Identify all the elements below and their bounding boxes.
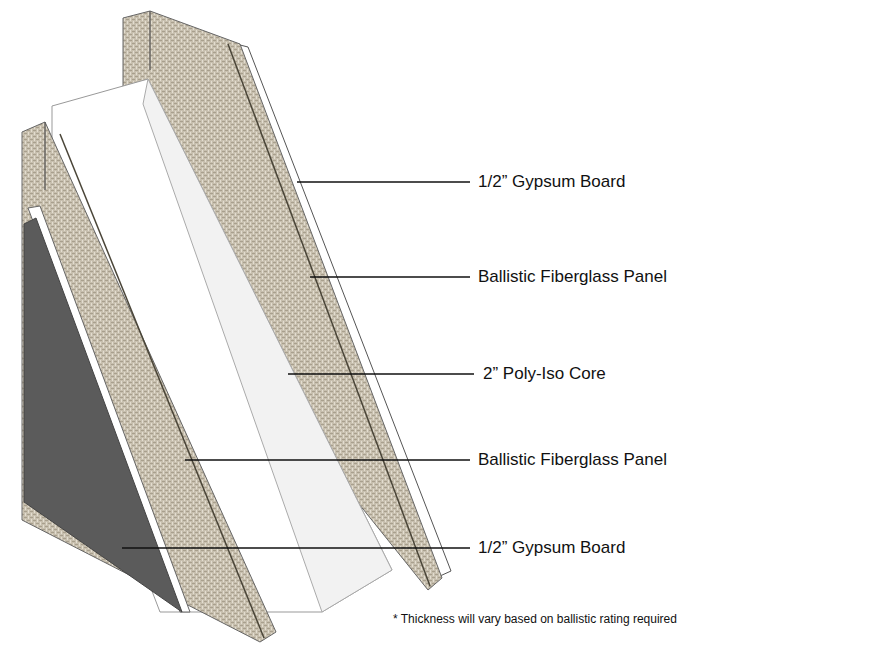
leader-line: [310, 276, 470, 277]
layer-label: 1/2” Gypsum Board: [478, 172, 625, 192]
front-fiberglass-panel: [22, 122, 276, 642]
layer-label: 1/2” Gypsum Board: [478, 538, 625, 558]
footnote: * Thickness will vary based on ballistic…: [393, 612, 677, 626]
leader-line: [122, 547, 470, 548]
layer-label: 2” Poly-Iso Core: [483, 364, 606, 384]
leader-line: [297, 181, 470, 182]
panel-edge: [149, 11, 150, 70]
panel-edge: [44, 122, 45, 190]
front-gypsum-board: [24, 218, 182, 612]
layer-label: Ballistic Fiberglass Panel: [478, 450, 667, 470]
leader-lines: [122, 182, 474, 548]
leader-line: [185, 459, 470, 460]
layer-label: Ballistic Fiberglass Panel: [478, 267, 667, 287]
leader-line: [288, 373, 474, 374]
